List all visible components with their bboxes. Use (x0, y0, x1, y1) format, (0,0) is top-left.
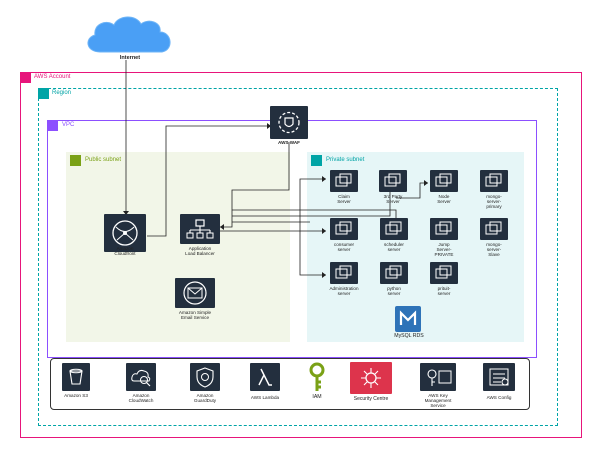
private-subnet-lock-icon (311, 155, 322, 166)
mongo-primary-server-label: mongo- server- primary (486, 194, 502, 210)
administration-server-label: Administration server (329, 286, 359, 297)
instances-icon (335, 265, 352, 279)
lambda-label: AWS Lambda (250, 395, 280, 400)
region-flag-icon (38, 88, 49, 99)
iam-key-icon[interactable] (306, 362, 328, 394)
cloudfront-globe-icon (112, 220, 138, 246)
alb-label: Application Load Balancer (185, 246, 215, 257)
aws-account-badge-icon (20, 72, 31, 83)
instances-icon (435, 221, 452, 235)
internet-label: Internet (119, 55, 141, 61)
config-icon[interactable] (483, 363, 515, 391)
ses-node[interactable] (175, 278, 215, 308)
node-server-label: Node Server (437, 194, 451, 205)
kms-icon[interactable] (420, 363, 456, 391)
ses-label: Amazon Simple Email Service (178, 310, 212, 321)
waf-shield-icon (278, 111, 300, 134)
instances-icon (385, 265, 402, 279)
region-label: Region (52, 90, 72, 96)
aws-account-group (20, 72, 582, 438)
instances-icon (335, 221, 352, 235)
scheduler-server-node[interactable] (380, 218, 408, 240)
aws-account-label: AWS Account (34, 74, 71, 80)
instances-icon (384, 173, 401, 187)
instances-icon (435, 265, 452, 279)
cloudfront-label: Amazon Cloudfront (114, 246, 136, 257)
s3-icon[interactable] (62, 363, 90, 391)
services-bar (50, 358, 530, 410)
vpc-cloud-icon (47, 120, 58, 131)
instances-icon (335, 173, 352, 187)
security-centre-icon[interactable] (350, 362, 392, 394)
vpc-label: VPC (62, 122, 75, 128)
rds-label: MySQL RDS (394, 333, 424, 339)
config-label: AWS Config (486, 395, 512, 400)
consumer-server-node[interactable] (330, 218, 358, 240)
instances-icon (435, 173, 452, 187)
instances-icon (385, 221, 402, 235)
email-service-icon (183, 281, 207, 305)
waf-node[interactable] (270, 106, 308, 139)
instances-icon (485, 221, 502, 235)
public-subnet-label: Public subnet (85, 157, 122, 163)
security-centre-label: Security Centre (353, 396, 389, 402)
prituit-server-node[interactable] (430, 262, 458, 284)
public-subnet-group (66, 152, 290, 342)
third-party-server-label: 3rd Party Server (383, 194, 403, 205)
jump-server-node[interactable] (430, 218, 458, 240)
administration-server-node[interactable] (330, 262, 358, 284)
load-balancer-icon (186, 219, 214, 239)
alb-node[interactable] (180, 214, 220, 244)
cloudfront-node[interactable] (104, 214, 146, 252)
public-subnet-lock-icon (70, 155, 81, 166)
mongo-slave-server-node[interactable] (480, 218, 508, 240)
consumer-server-label: consumer server (333, 242, 355, 253)
guardduty-label: Amazon GuardDuty (193, 393, 217, 404)
claim-server-label: Claim Server (337, 194, 351, 205)
prituit-server-label: prituit- server (437, 286, 451, 297)
cloudwatch-label: Amazon CloudWatch (128, 393, 154, 404)
jump-server-label: Jump Server- PRIVATE (434, 242, 454, 258)
rds-database-icon[interactable] (395, 306, 421, 332)
internet-cloud-icon (87, 16, 171, 53)
node-server-node[interactable] (430, 170, 458, 192)
private-subnet-label: Private subnet (326, 157, 365, 163)
mongo-primary-server-node[interactable] (480, 170, 508, 192)
region-group (38, 88, 558, 426)
python-server-node[interactable] (380, 262, 408, 284)
lambda-icon[interactable] (250, 363, 280, 391)
iam-label: IAM (312, 394, 322, 400)
python-server-label: python server (387, 286, 401, 297)
s3-label: Amazon S3 (64, 393, 88, 398)
scheduler-server-label: scheduler server (384, 242, 404, 253)
claim-server-node[interactable] (330, 170, 358, 192)
cloudwatch-icon[interactable] (126, 363, 156, 391)
third-party-server-node[interactable] (379, 170, 407, 192)
waf-label: AWS WAF (278, 140, 300, 145)
mongo-slave-server-label: mongo- server- Slave (486, 242, 502, 258)
guardduty-icon[interactable] (190, 363, 220, 391)
kms-label: AWS Key Management Service (424, 393, 452, 409)
instances-icon (485, 173, 502, 187)
